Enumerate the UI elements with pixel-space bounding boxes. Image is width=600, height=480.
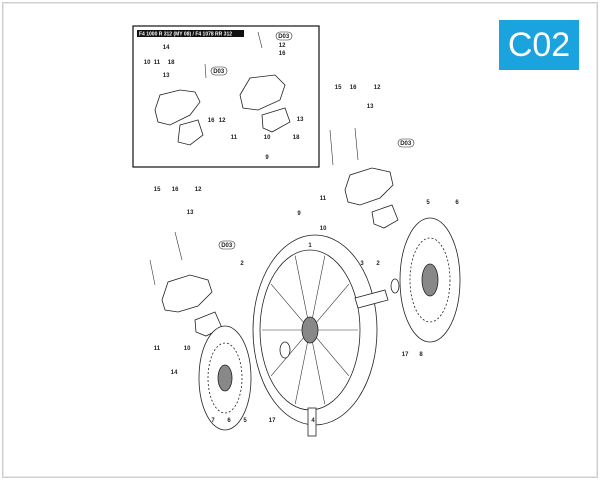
part-callout: 12	[374, 85, 381, 91]
part-callout: 11	[231, 135, 238, 141]
left-caliper	[149, 231, 223, 337]
reference-tag-outline	[275, 31, 293, 41]
part-callout: 2	[240, 261, 244, 267]
part-callout: 16	[279, 51, 286, 57]
wheel-spoke	[316, 337, 350, 377]
part-callout: 14	[171, 370, 178, 376]
part-callout: 5	[426, 200, 430, 206]
part-callout: 11	[154, 60, 161, 66]
part-callout: 15	[154, 187, 161, 193]
reference-tag-outline	[397, 138, 415, 148]
inset-header: F4 1000 R 312 (MY 08) / F4 1078 RR 312	[139, 32, 232, 38]
part-callout: 18	[168, 60, 175, 66]
part-callout: D03	[221, 243, 233, 249]
part-callout: 16	[172, 187, 179, 193]
part-callout: 6	[455, 200, 459, 206]
inset-caliper-right	[239, 31, 291, 133]
part-callout: 13	[367, 104, 374, 110]
part-callout: D03	[400, 141, 412, 147]
part-callout: 13	[297, 117, 304, 123]
wheel-spoke	[316, 283, 350, 323]
part-callout: 7	[211, 418, 215, 424]
part-callout: D03	[278, 34, 290, 40]
wheel-spoke	[312, 255, 326, 318]
part-callout: 18	[293, 135, 300, 141]
right-caliper	[329, 127, 399, 229]
part-callout: 2	[376, 261, 380, 267]
part-callout: 12	[195, 187, 202, 193]
part-callout: 16	[350, 85, 357, 91]
brake-disc-right	[399, 217, 461, 343]
part-callout: 12	[279, 43, 286, 49]
part-callout: 17	[269, 418, 276, 424]
part-callout: 9	[297, 211, 301, 217]
part-callout: 6	[227, 418, 231, 424]
wheel-spoke	[294, 255, 308, 318]
part-callout: 10	[264, 135, 271, 141]
wheel-spoke	[294, 342, 308, 405]
part-callout: 11	[154, 346, 161, 352]
axle-spacer	[279, 278, 400, 437]
part-callout: 16	[208, 118, 215, 124]
part-callout: 15	[335, 85, 342, 91]
part-callout: 10	[144, 60, 151, 66]
part-callout: 17	[402, 352, 409, 358]
part-callout: 12	[219, 118, 226, 124]
part-callout: 13	[187, 210, 194, 216]
section-code-badge: C02	[499, 20, 579, 70]
part-callout: D03	[213, 69, 225, 75]
part-callout: 5	[243, 418, 247, 424]
wheel-spoke	[312, 342, 326, 405]
part-callout: 1	[308, 243, 312, 249]
part-callout: 10	[320, 226, 327, 232]
part-callout: 11	[320, 196, 327, 202]
wheel-rim	[252, 234, 378, 426]
wheel-spoke	[270, 283, 304, 323]
reference-tag-outline	[210, 66, 228, 76]
part-callout: 4	[311, 418, 315, 424]
reference-tag-outline	[218, 240, 236, 250]
inset-caliper-left	[154, 63, 207, 146]
part-callout: 8	[419, 352, 423, 358]
part-callout: 14	[163, 45, 170, 51]
part-callout: 13	[163, 73, 170, 79]
part-callout: 10	[184, 346, 191, 352]
inset-header-bg	[137, 30, 244, 37]
brake-disc-left	[198, 325, 252, 431]
part-callout: 3	[360, 261, 364, 267]
part-callout: 9	[265, 155, 269, 161]
